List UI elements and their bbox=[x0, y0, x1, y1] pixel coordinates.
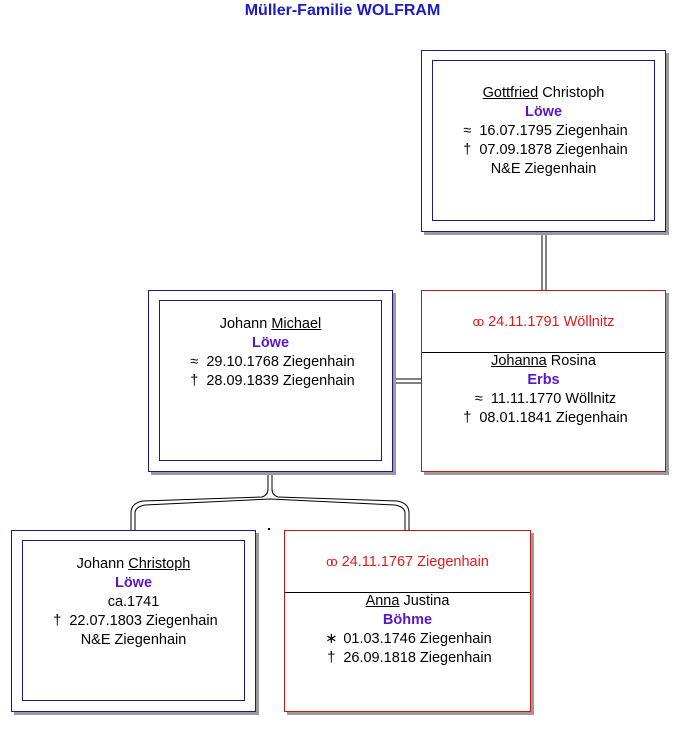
death-cross-icon: † bbox=[327, 650, 336, 666]
given-name-secondary: Rosina bbox=[550, 353, 596, 369]
death-line: † 22.07.1803 Ziegenhain bbox=[23, 612, 244, 631]
spouse-details: Anna Justina Böhme ∗ 01.03.1746 Ziegenhai… bbox=[285, 592, 530, 668]
given-name-secondary: Christoph bbox=[542, 85, 605, 101]
given-name-primary: Michael bbox=[271, 316, 322, 332]
death-cross-icon: † bbox=[463, 410, 472, 426]
baptism-icon: ≈ bbox=[190, 354, 199, 370]
person-surname: Erbs bbox=[527, 372, 560, 388]
person-box-inner-frame: Johann Michael Löwe ≈29.10.1768 Ziegenha… bbox=[159, 300, 382, 461]
wedding-rings-icon: oo bbox=[472, 314, 485, 329]
person-name: Anna Justina bbox=[285, 592, 530, 611]
death-cross-icon: † bbox=[190, 373, 199, 389]
person-box-johann-michael-loewe[interactable]: Johann Michael Löwe ≈29.10.1768 Ziegenha… bbox=[148, 290, 393, 472]
person-box-inner-frame: Gottfried Christoph Löwe ≈16.07.1795 Zie… bbox=[432, 60, 655, 221]
death-line: † 28.09.1839 Ziegenhain bbox=[160, 372, 381, 391]
baptism-date-place: 16.07.1795 Ziegenhain bbox=[479, 123, 628, 139]
person-name: Johann Christoph bbox=[23, 555, 244, 574]
person-note: N&E Ziegenhain bbox=[80, 632, 187, 648]
given-name-secondary: Justina bbox=[403, 593, 450, 609]
person-box-inner-frame: Johann Christoph Löwe ca.1741 † 22.07.180… bbox=[22, 540, 245, 701]
given-name-secondary: Johann bbox=[219, 316, 268, 332]
person-surname: Löwe bbox=[524, 104, 563, 120]
birth-star-icon: ∗ bbox=[325, 631, 338, 647]
person-note: N&E Ziegenhain bbox=[490, 161, 597, 177]
given-name-primary: Gottfried bbox=[482, 85, 539, 101]
marriage-header: oo 24.11.1767 Ziegenhain bbox=[285, 531, 530, 593]
marriage-date-place: 24.11.1791 Wöllnitz bbox=[488, 313, 615, 330]
baptism-line: ≈16.07.1795 Ziegenhain bbox=[433, 122, 654, 141]
person-surname: Böhme bbox=[382, 612, 433, 628]
person-box-gottfried-christoph-loewe[interactable]: Gottfried Christoph Löwe ≈16.07.1795 Zie… bbox=[421, 50, 666, 232]
death-date-place: 08.01.1841 Ziegenhain bbox=[479, 410, 628, 426]
person-box-johann-christoph-loewe[interactable]: Johann Christoph Löwe ca.1741 † 22.07.180… bbox=[11, 530, 256, 712]
chart-title: Müller-Familie WOLFRAM bbox=[244, 2, 441, 19]
spouse-details: Johanna Rosina Erbs ≈11.11.1770 Wöllnitz… bbox=[422, 352, 665, 428]
baptism-date-place: 11.11.1770 Wöllnitz bbox=[490, 391, 617, 407]
baptism-icon: ≈ bbox=[474, 391, 483, 407]
baptism-line: ≈11.11.1770 Wöllnitz bbox=[422, 390, 665, 409]
person-name: Gottfried Christoph bbox=[433, 84, 654, 103]
person-surname: Löwe bbox=[251, 335, 290, 351]
given-name-primary: Anna bbox=[365, 593, 400, 609]
person-name: Johanna Rosina bbox=[422, 352, 665, 371]
death-date-place: 07.09.1878 Ziegenhain bbox=[479, 142, 628, 158]
marriage-header: oo 24.11.1791 Wöllnitz bbox=[422, 291, 665, 353]
person-surname: Löwe bbox=[114, 575, 153, 591]
wedding-rings-icon: oo bbox=[326, 554, 338, 569]
death-cross-icon: † bbox=[463, 142, 472, 158]
marriage-box-michael-rosina[interactable]: oo 24.11.1791 Wöllnitz Johanna Rosina Er… bbox=[421, 290, 666, 472]
baptism-date-place: 29.10.1768 Ziegenhain bbox=[206, 354, 355, 370]
given-name-primary: Christoph bbox=[128, 556, 191, 572]
baptism-icon: ≈ bbox=[463, 123, 472, 139]
death-line: † 08.01.1841 Ziegenhain bbox=[422, 409, 665, 428]
death-cross-icon: † bbox=[53, 613, 62, 629]
given-name-primary: Johanna bbox=[491, 353, 547, 369]
death-date-place: 28.09.1839 Ziegenhain bbox=[206, 373, 355, 389]
death-line: † 26.09.1818 Ziegenhain bbox=[285, 649, 530, 668]
death-line: † 07.09.1878 Ziegenhain bbox=[433, 141, 654, 160]
marriage-box-christoph-justina[interactable]: oo 24.11.1767 Ziegenhain Anna Justina Bö… bbox=[284, 530, 531, 712]
marriage-date-place: 24.11.1767 Ziegenhain bbox=[341, 553, 489, 570]
birth-date-place: 01.03.1746 Ziegenhain bbox=[343, 631, 492, 647]
given-name-secondary: Johann bbox=[76, 556, 125, 572]
person-name: Johann Michael bbox=[160, 315, 381, 334]
baptism-line: ≈29.10.1768 Ziegenhain bbox=[160, 353, 381, 372]
birth-line: ∗ 01.03.1746 Ziegenhain bbox=[285, 630, 530, 649]
death-date-place: 26.09.1818 Ziegenhain bbox=[343, 650, 492, 666]
birth-estimate: ca.1741 bbox=[107, 594, 160, 610]
death-date-place: 22.07.1803 Ziegenhain bbox=[69, 613, 218, 629]
